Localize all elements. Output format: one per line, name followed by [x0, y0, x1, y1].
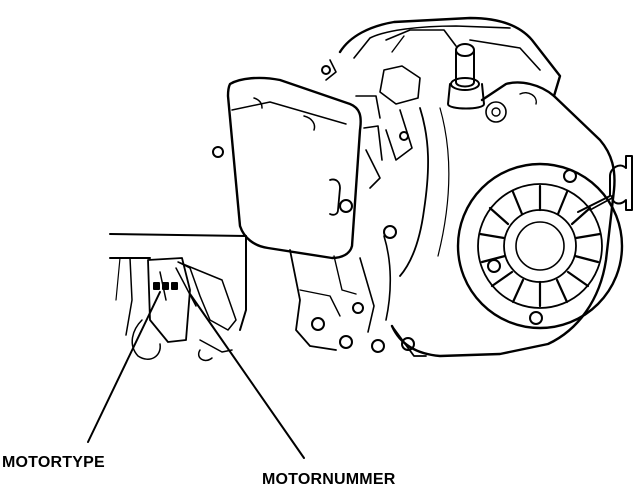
label-plate: [131, 257, 237, 362]
leader-line-type: [87, 291, 161, 443]
air-cleaner: [212, 76, 383, 260]
fuel-tank: [338, 16, 562, 98]
leader-line-number: [189, 293, 305, 459]
recoil-starter: [456, 162, 624, 330]
fuel-cap: [447, 43, 485, 110]
callout-lines: [87, 291, 305, 459]
mounting-frame: [109, 233, 247, 336]
engine-base: [289, 249, 427, 357]
starter-handle: [577, 155, 633, 213]
engine-type-label: MOTORTYPE: [2, 454, 105, 471]
engine-number-label: MOTORNUMMER: [262, 471, 396, 488]
engine-block: [359, 81, 616, 358]
carburetor: [321, 59, 421, 239]
